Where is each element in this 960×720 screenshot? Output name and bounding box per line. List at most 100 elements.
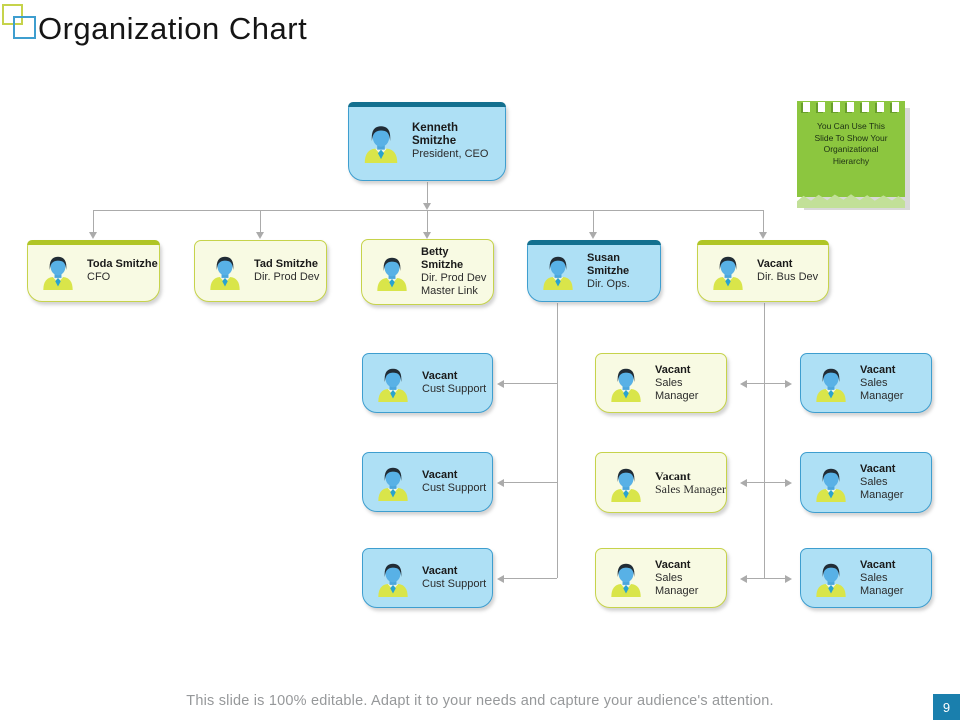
arrowhead-icon bbox=[785, 379, 792, 388]
node-name: Toda Smitzhe bbox=[87, 258, 158, 270]
org-node-sales-manager-mid-1[interactable]: Vacant Sales Manager bbox=[595, 353, 727, 413]
arrowhead-icon bbox=[497, 574, 504, 583]
node-title: Cust Support bbox=[422, 482, 487, 494]
connector bbox=[260, 211, 261, 232]
node-title: Dir. Ops. bbox=[587, 277, 630, 290]
person-icon bbox=[812, 559, 850, 597]
person-icon bbox=[812, 464, 850, 502]
connector bbox=[504, 383, 557, 384]
node-name: Vacant bbox=[860, 463, 896, 475]
org-node-sales-manager-right-2[interactable]: Vacant Sales Manager bbox=[800, 452, 932, 513]
node-title: Sales Manager bbox=[655, 376, 699, 402]
arrowhead-icon bbox=[497, 478, 504, 487]
org-node-ceo[interactable]: Kenneth Smitzhe President, CEO bbox=[348, 102, 506, 181]
arrowhead-icon bbox=[785, 574, 792, 583]
person-icon bbox=[374, 463, 412, 501]
org-node-cust-support-1[interactable]: Vacant Cust Support bbox=[362, 353, 493, 413]
node-title: Dir. Bus Dev bbox=[757, 271, 819, 283]
node-title: Dir. Prod Dev bbox=[254, 271, 320, 283]
arrowhead-icon bbox=[423, 203, 431, 210]
connector bbox=[427, 211, 428, 232]
connector bbox=[747, 482, 785, 483]
node-name: Vacant bbox=[655, 363, 691, 376]
connector bbox=[93, 211, 94, 232]
org-node-sales-manager-mid-3[interactable]: Vacant Sales Manager bbox=[595, 548, 727, 608]
arrowhead-icon bbox=[423, 232, 431, 239]
node-name: Tad Smitzhe bbox=[254, 258, 318, 270]
node-title: Sales Manager bbox=[655, 571, 699, 597]
org-node-cfo[interactable]: Toda Smitzhe CFO bbox=[27, 240, 160, 302]
person-icon bbox=[374, 559, 412, 597]
person-icon bbox=[709, 252, 747, 290]
connector bbox=[593, 211, 594, 232]
connector bbox=[93, 210, 764, 211]
node-accent-bar bbox=[527, 240, 661, 245]
org-node-sales-manager-right-3[interactable]: Vacant Sales Manager bbox=[800, 548, 932, 608]
node-accent-bar bbox=[697, 240, 829, 245]
connector bbox=[747, 578, 785, 579]
person-icon bbox=[206, 252, 244, 290]
org-node-dir-bus-dev[interactable]: Vacant Dir. Bus Dev bbox=[697, 240, 829, 302]
node-name: Kenneth Smitzhe bbox=[412, 122, 458, 147]
org-node-cust-support-3[interactable]: Vacant Cust Support bbox=[362, 548, 493, 608]
node-name: Vacant bbox=[422, 565, 458, 577]
node-title: Sales Manager bbox=[860, 376, 904, 402]
node-title: Dir. Prod Dev bbox=[421, 272, 487, 284]
note-binding-tabs-icon bbox=[797, 102, 905, 112]
arrowhead-icon bbox=[740, 379, 747, 388]
person-icon bbox=[607, 559, 645, 597]
title-marker-yellow-square-icon bbox=[2, 4, 23, 25]
person-icon bbox=[607, 464, 645, 502]
page-title: Organization Chart bbox=[38, 11, 308, 46]
node-name: Vacant bbox=[422, 370, 458, 382]
org-node-sales-manager-mid-2[interactable]: Vacant Sales Manager bbox=[595, 452, 727, 513]
node-title: Cust Support bbox=[422, 383, 487, 395]
node-title: President, CEO bbox=[412, 148, 489, 160]
connector bbox=[764, 303, 765, 578]
org-node-dir-prod-dev[interactable]: Tad Smitzhe Dir. Prod Dev bbox=[194, 240, 327, 302]
arrowhead-icon bbox=[256, 232, 264, 239]
node-title: Cust Support bbox=[422, 578, 487, 590]
person-icon bbox=[39, 252, 77, 290]
note-text: You Can Use This Slide To Show Your Orga… bbox=[814, 121, 888, 166]
arrowhead-icon bbox=[740, 478, 747, 487]
person-icon bbox=[374, 364, 412, 402]
person-icon bbox=[812, 364, 850, 402]
org-node-dir-prod-dev-master-link[interactable]: Betty Smitzhe Dir. Prod Dev Master Link bbox=[361, 239, 494, 305]
sticky-note[interactable]: You Can Use This Slide To Show Your Orga… bbox=[797, 101, 905, 197]
node-accent-bar bbox=[348, 102, 506, 107]
person-icon bbox=[607, 364, 645, 402]
node-name: Vacant bbox=[860, 363, 896, 376]
person-icon bbox=[539, 252, 577, 290]
node-title: CFO bbox=[87, 271, 111, 283]
node-name: Vacant bbox=[655, 468, 691, 483]
arrowhead-icon bbox=[759, 232, 767, 239]
page-number-badge: 9 bbox=[933, 694, 960, 720]
node-title: Sales Manager bbox=[860, 571, 904, 597]
node-title: Sales Manager bbox=[655, 481, 726, 496]
arrowhead-icon bbox=[89, 232, 97, 239]
person-icon bbox=[373, 253, 411, 291]
org-node-cust-support-2[interactable]: Vacant Cust Support bbox=[362, 452, 493, 512]
node-name: Vacant bbox=[860, 558, 896, 571]
node-name: Susan Smitzhe bbox=[587, 251, 630, 277]
footer-text: This slide is 100% editable. Adapt it to… bbox=[186, 693, 774, 709]
org-node-dir-ops[interactable]: Susan Smitzhe Dir. Ops. bbox=[527, 240, 661, 302]
arrowhead-icon bbox=[589, 232, 597, 239]
arrowhead-icon bbox=[740, 574, 747, 583]
connector bbox=[504, 482, 557, 483]
connector bbox=[557, 303, 558, 578]
node-name: Betty Smitzhe bbox=[421, 246, 464, 271]
org-node-sales-manager-right-1[interactable]: Vacant Sales Manager bbox=[800, 353, 932, 413]
node-name: Vacant bbox=[655, 558, 691, 571]
node-title: Sales Manager bbox=[860, 476, 904, 501]
node-name: Vacant bbox=[422, 469, 458, 481]
node-subtitle: Master Link bbox=[421, 285, 478, 297]
arrowhead-icon bbox=[497, 379, 504, 388]
person-icon bbox=[360, 121, 402, 163]
arrowhead-icon bbox=[785, 478, 792, 487]
title-marker-blue-square-icon bbox=[13, 16, 36, 39]
connector bbox=[747, 383, 785, 384]
connector bbox=[427, 182, 428, 203]
